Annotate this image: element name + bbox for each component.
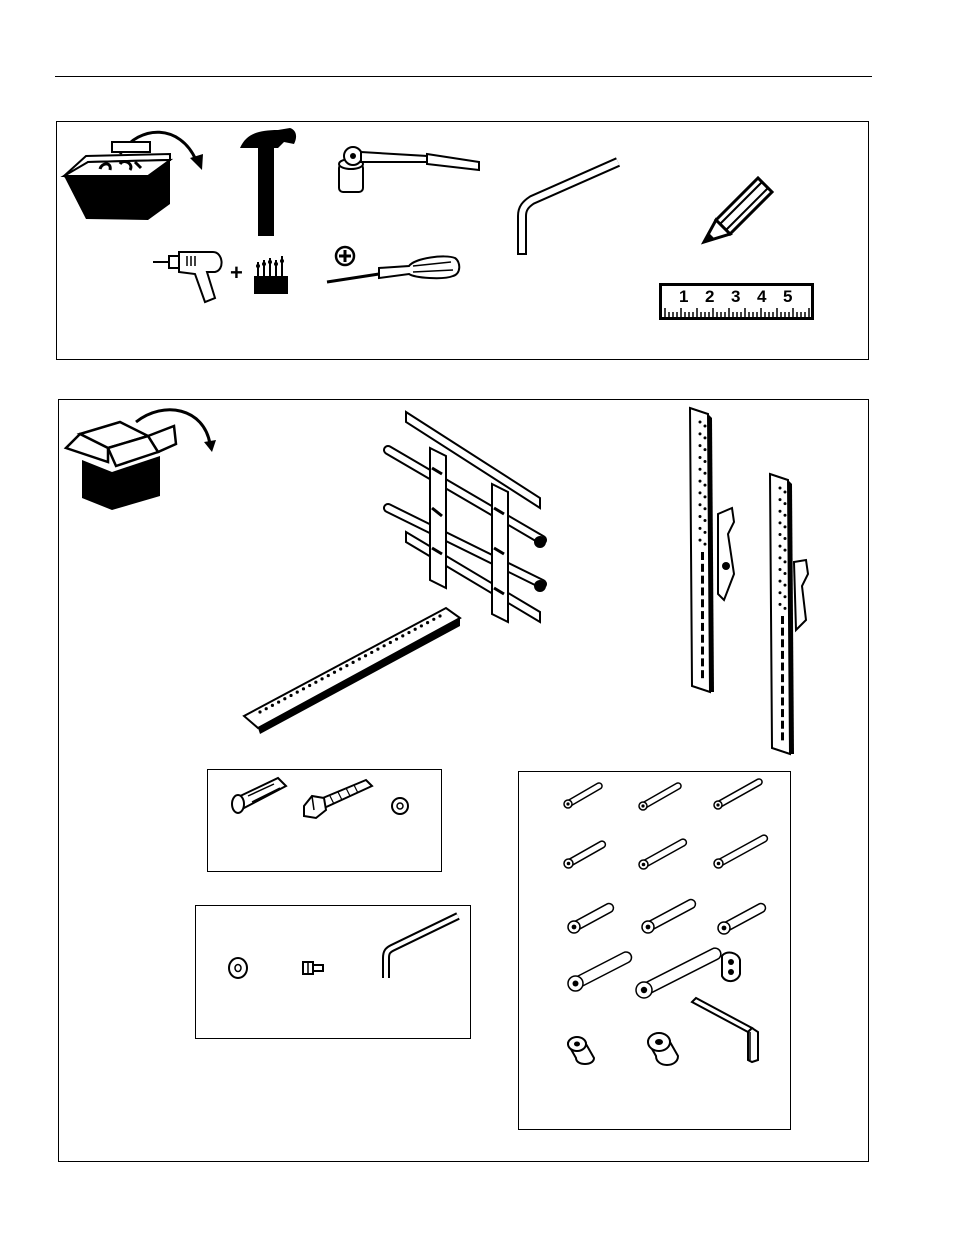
hardware-screw-icon — [716, 900, 764, 936]
hex-key-icon — [512, 160, 624, 260]
ruler-number: 3 — [731, 287, 740, 306]
spacer-icon — [564, 1034, 598, 1068]
hardware-screw-icon — [301, 958, 325, 978]
ruler-number: 5 — [783, 287, 792, 306]
hardware-screw-icon — [562, 780, 602, 810]
hardware-screw-icon — [637, 836, 686, 871]
ruler-number: 1 — [679, 287, 688, 306]
ruler-number: 4 — [757, 287, 767, 306]
spacer-icon — [644, 1030, 684, 1070]
toolbox-icon — [60, 124, 205, 224]
phillips-screwdriver-icon — [325, 244, 461, 288]
plus-symbol: + — [230, 262, 243, 284]
parts-box-icon — [64, 402, 218, 514]
adapter-bracket-icon — [684, 404, 740, 696]
drill-icon — [153, 248, 227, 304]
washer-icon — [227, 956, 249, 980]
adapter-bracket-icon — [766, 470, 814, 758]
drill-bits-icon — [252, 256, 290, 296]
pencil-icon — [700, 172, 776, 246]
hardware-screw-icon — [712, 832, 767, 870]
allen-wrench-icon — [688, 996, 768, 1064]
hardware-screw-icon — [562, 838, 605, 870]
lag-bolt-anchor-icon — [226, 774, 290, 818]
socket-wrench-icon — [335, 146, 483, 196]
bracket-nut-icon — [716, 950, 746, 984]
hardware-screw-icon — [566, 900, 612, 935]
hardware-screw-icon — [566, 948, 629, 993]
washer-icon — [390, 796, 410, 816]
hardware-screw-icon — [637, 780, 681, 812]
lag-bolt-icon — [300, 776, 376, 820]
hardware-screw-icon — [634, 944, 718, 1000]
hardware-screw-icon — [640, 896, 694, 935]
hardware-screw-icon — [712, 776, 762, 811]
hammer-icon — [238, 126, 300, 238]
allen-wrench-icon — [378, 912, 464, 984]
ruler-number: 2 — [705, 287, 714, 306]
interface-bracket-icon — [240, 604, 462, 736]
header-rule — [55, 76, 872, 77]
